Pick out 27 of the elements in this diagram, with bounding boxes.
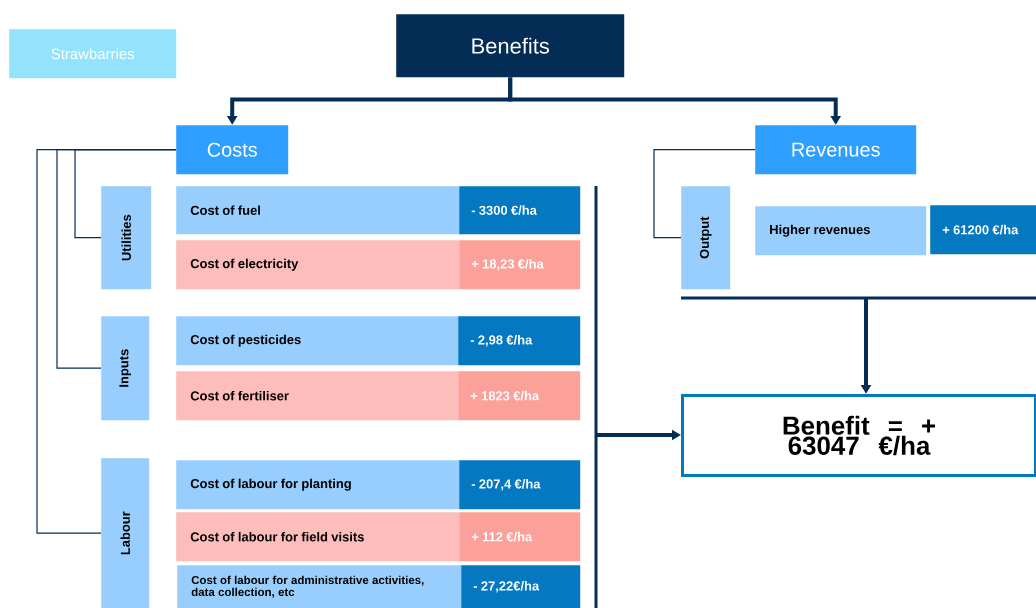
item-box: Cost of labour for administrative activities, data collection, etc xyxy=(177,565,462,608)
item-box: Cost of pesticides xyxy=(176,316,459,366)
item-box: Higher revenues xyxy=(755,206,927,256)
title-box: Benefits xyxy=(396,14,625,78)
value-box: - 2,98 €/ha xyxy=(458,316,581,366)
category-box: Revenues xyxy=(755,125,917,175)
item-box: Cost of electricity xyxy=(176,240,460,290)
value-box: + 112 €/ha xyxy=(459,512,581,562)
value-box: - 27,22€/ha xyxy=(461,565,581,608)
value-box: - 3300 €/ha xyxy=(459,186,581,235)
connector xyxy=(36,149,177,534)
value-box: - 207,4 €/ha xyxy=(459,460,581,510)
label-box: Strawbarries xyxy=(9,29,177,79)
value-box: + 1823 €/ha xyxy=(458,371,581,421)
item-box: Cost of labour for field visits xyxy=(176,512,460,562)
item-box: Cost of fertiliser xyxy=(176,371,459,421)
connector xyxy=(653,149,756,239)
group-box: Labour xyxy=(101,458,150,608)
value-box: + 61200 €/ha xyxy=(930,205,1036,255)
group-box: Output xyxy=(681,186,731,290)
category-box: Costs xyxy=(176,125,289,175)
result-box: Benefit = + 63047 €/ha xyxy=(681,394,1036,477)
group-box: Inputs xyxy=(101,316,150,421)
value-box: + 18,23 €/ha xyxy=(459,240,581,290)
item-box: Cost of labour for planting xyxy=(176,460,460,510)
item-box: Cost of fuel xyxy=(176,186,460,235)
group-box: Utilities xyxy=(101,186,152,290)
